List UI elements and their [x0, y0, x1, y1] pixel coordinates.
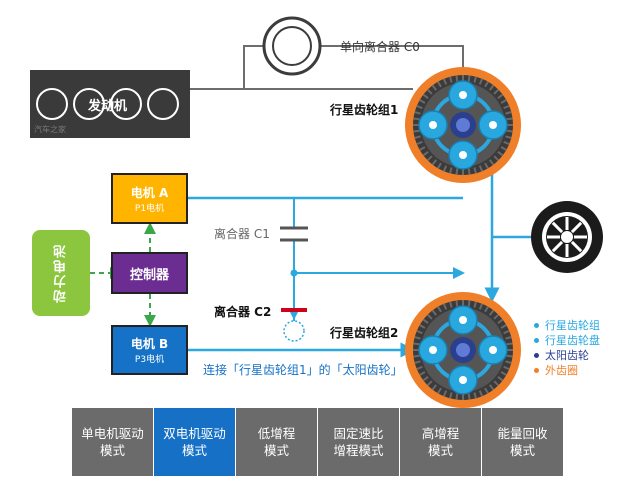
clutch-c2-disc: [283, 320, 305, 342]
clutch-c2-label: 离合器 C2: [214, 305, 272, 319]
mode-tab-line2: 增程模式: [333, 443, 384, 458]
legend-bullet-icon: [534, 368, 539, 373]
mode-tab-line1: 双电机驱动: [163, 426, 226, 441]
mode-tab-line2: 模式: [427, 443, 453, 458]
engine-cylinder-1: [36, 88, 68, 120]
clutch-c1-label: 离合器 C1: [214, 227, 270, 241]
wheel-icon: [531, 201, 603, 273]
sun-gear-link-note: 连接「行星齿轮组1」的「太阳齿轮」: [203, 363, 403, 377]
legend-label: 行星齿轮盘: [545, 334, 600, 347]
mode-tab[interactable]: 固定速比增程模式: [318, 408, 399, 476]
mode-tabs: 单电机驱动模式双电机驱动模式低增程模式固定速比增程模式高增程模式能量回收模式: [72, 408, 563, 476]
gear-legend: 行星齿轮组行星齿轮盘太阳齿轮外齿圈: [534, 318, 600, 378]
legend-bullet-icon: [534, 323, 539, 328]
battery-box[interactable]: 动力电池: [32, 230, 90, 316]
planetary-gear-set-2: [405, 292, 521, 408]
battery-label: 动力电池: [53, 243, 69, 303]
mode-tab[interactable]: 能量回收模式: [482, 408, 563, 476]
legend-label: 外齿圈: [545, 364, 578, 377]
planetary-set-2-label: 行星齿轮组2: [330, 326, 399, 340]
legend-item: 行星齿轮盘: [534, 333, 600, 348]
engine-cylinder-4: [147, 88, 179, 120]
mode-tab-line2: 模式: [509, 443, 535, 458]
legend-bullet-icon: [534, 338, 539, 343]
mode-tab-line1: 高增程: [421, 426, 460, 441]
motor-a-box[interactable]: 电机 A P1电机: [111, 173, 188, 224]
controller-label: 控制器: [129, 267, 169, 283]
legend-label: 行星齿轮组: [545, 319, 600, 332]
mode-tab-line2: 模式: [99, 443, 125, 458]
motor-a-subtitle: P1电机: [134, 203, 165, 214]
mode-tab-line1: 能量回收: [497, 426, 548, 441]
legend-bullet-icon: [534, 353, 539, 358]
mode-tab[interactable]: 低增程模式: [236, 408, 317, 476]
mode-tab[interactable]: 单电机驱动模式: [72, 408, 153, 476]
mode-tab[interactable]: 高增程模式: [400, 408, 481, 476]
motor-b-title: 电机 B: [130, 337, 169, 351]
mode-tab-line2: 模式: [181, 443, 207, 458]
engine-cylinder-3: [110, 88, 142, 120]
legend-label: 太阳齿轮: [545, 349, 589, 362]
legend-item: 行星齿轮组: [534, 318, 600, 333]
motor-a-title: 电机 A: [130, 185, 169, 200]
mode-tab[interactable]: 双电机驱动模式: [154, 408, 235, 476]
motor-b-subtitle: P3电机: [134, 355, 165, 365]
motor-b-box[interactable]: 电机 B P3电机: [111, 325, 188, 375]
c0-engine-line: [243, 45, 263, 89]
mode-tab-line1: 低增程: [257, 426, 296, 441]
mode-tab-line1: 单电机驱动: [81, 426, 144, 441]
clutch-c0-label: 单向离合器 C0: [340, 40, 420, 54]
legend-item: 太阳齿轮: [534, 348, 600, 363]
legend-item: 外齿圈: [534, 363, 600, 378]
c1-junction-dot: [290, 269, 298, 277]
mode-tab-line2: 模式: [263, 443, 289, 458]
controller-box[interactable]: 控制器: [111, 252, 188, 294]
planetary-set-1-label: 行星齿轮组1: [330, 103, 399, 117]
clutch-c0-inner: [272, 26, 312, 66]
engine-label: 发动机: [88, 99, 128, 114]
engine-cylinder-2: [73, 88, 105, 120]
engine-watermark: 汽车之家: [34, 125, 66, 134]
planetary-gear-set-1: [405, 67, 521, 183]
mode-tab-line1: 固定速比: [333, 426, 384, 441]
